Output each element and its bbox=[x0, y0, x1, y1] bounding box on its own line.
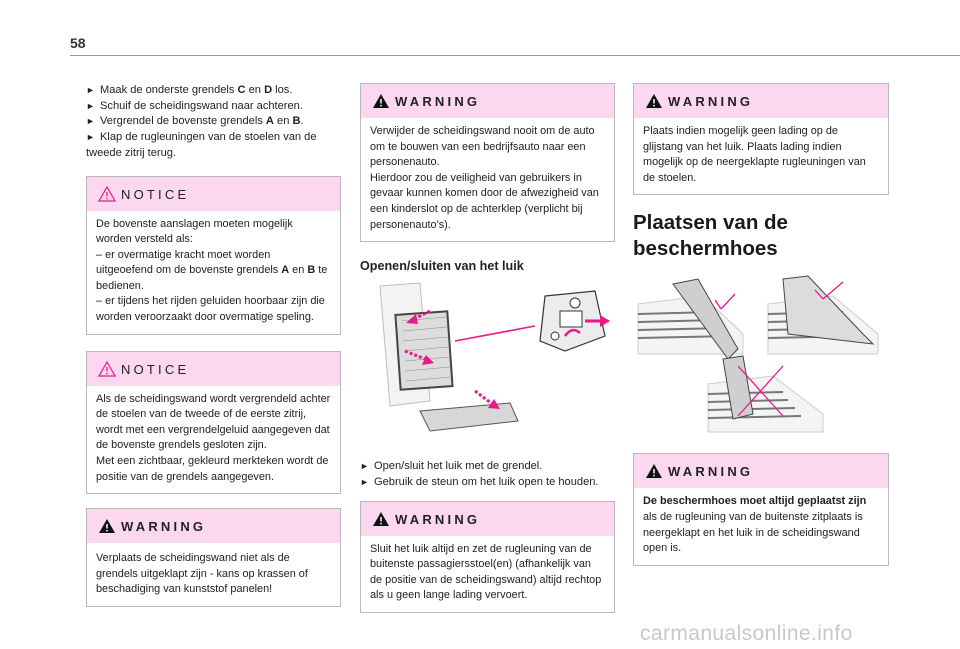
arrow-right-icon: ► bbox=[86, 85, 95, 95]
notice-box: NOTICE De bovenste aanslagen moeten moge… bbox=[86, 175, 341, 335]
warning-icon bbox=[373, 94, 389, 108]
arrow-right-icon: ► bbox=[86, 100, 95, 111]
warning-header: WARNING bbox=[87, 509, 340, 544]
warning-text: Verplaats de scheidingswand niet als de … bbox=[96, 552, 308, 596]
section-subheading: Openen/sluiten van het luik bbox=[360, 259, 524, 274]
list-item: ►Schuif de scheidingswand naar achteren. bbox=[86, 99, 341, 115]
warning-box: WARNING De beschermhoes moet altijd gepl… bbox=[633, 453, 889, 566]
warning-box: WARNING Verplaats de scheidingswand niet… bbox=[86, 508, 341, 608]
column-2: WARNING Verwijder de scheidingswand nooi… bbox=[360, 83, 615, 613]
page-number: 58 bbox=[70, 35, 86, 51]
protective-cover-illustration bbox=[633, 274, 889, 435]
notice-text: Met een zichtbaar, gekleurd merkteken wo… bbox=[96, 455, 329, 483]
warning-text: Plaats indien mogelijk geen lading op de… bbox=[643, 125, 866, 184]
warning-title: WARNING bbox=[395, 511, 481, 527]
list-item: ►Vergrendel de bovenste grendels A en B. bbox=[86, 114, 341, 130]
warning-text: Hierdoor zou de veiligheid van gebruiker… bbox=[370, 171, 599, 231]
warning-box: WARNING Plaats indien mogelijk geen ladi… bbox=[633, 83, 889, 196]
warning-text: De beschermhoes moet altijd geplaatst zi… bbox=[643, 495, 867, 555]
caution-icon bbox=[98, 360, 116, 377]
warning-title: WARNING bbox=[395, 94, 481, 109]
steps-list: ►Maak de onderste grendels C en D los. ►… bbox=[86, 83, 341, 162]
notice-title: NOTICE bbox=[121, 361, 190, 377]
arrow-right-icon: ► bbox=[360, 476, 369, 487]
warning-icon bbox=[646, 94, 662, 108]
warning-text: Verwijder de scheidingswand nooit om de … bbox=[370, 125, 595, 169]
warning-title: WARNING bbox=[121, 519, 207, 535]
hatch-latch-illustration bbox=[360, 281, 615, 447]
column-3: WARNING Plaats indien mogelijk geen ladi… bbox=[633, 83, 889, 566]
warning-header: WARNING bbox=[634, 454, 888, 489]
warning-box: WARNING Sluit het luik altijd en zet de … bbox=[360, 500, 615, 613]
warning-icon bbox=[373, 511, 389, 526]
arrow-right-icon: ► bbox=[86, 116, 95, 127]
notice-text: Als de scheidingswand wordt vergrendeld … bbox=[96, 392, 331, 452]
watermark: carmanualsonline.info bbox=[640, 622, 853, 645]
warning-header: WARNING bbox=[361, 84, 614, 118]
section-heading: Plaatsen van de beschermhoes bbox=[633, 211, 788, 261]
warning-header: WARNING bbox=[361, 501, 614, 536]
notice-box: NOTICE Als de scheidingswand wordt vergr… bbox=[86, 350, 341, 495]
warning-text: Sluit het luik altijd en zet de rugleuni… bbox=[370, 542, 602, 602]
warning-title: WARNING bbox=[668, 464, 754, 480]
warning-icon bbox=[646, 464, 662, 479]
notice-text: De bovenste aanslagen moeten mogelijk bbox=[96, 217, 293, 230]
steps-list: ►Open/sluit het luik met de grendel. ►Ge… bbox=[360, 459, 615, 490]
caution-icon bbox=[98, 185, 116, 202]
list-item: ►Gebruik de steun om het luik open te ho… bbox=[360, 475, 615, 491]
notice-header: NOTICE bbox=[87, 176, 340, 211]
warning-title: WARNING bbox=[668, 94, 754, 109]
arrow-right-icon: ► bbox=[360, 461, 369, 472]
warning-box: WARNING Verwijder de scheidingswand nooi… bbox=[360, 83, 615, 243]
arrow-right-icon: ► bbox=[86, 132, 95, 143]
list-item: ►Open/sluit het luik met de grendel. bbox=[360, 459, 615, 475]
notice-title: NOTICE bbox=[121, 186, 190, 202]
list-item: ►Klap de rugleuningen van de stoelen van… bbox=[86, 131, 317, 159]
warning-icon bbox=[99, 519, 115, 534]
header-rule bbox=[70, 55, 960, 56]
notice-header: NOTICE bbox=[87, 351, 340, 386]
list-item: ►Maak de onderste grendels C en D los. bbox=[86, 83, 341, 99]
warning-header: WARNING bbox=[634, 84, 888, 118]
column-1: ►Maak de onderste grendels C en D los. ►… bbox=[86, 83, 341, 608]
